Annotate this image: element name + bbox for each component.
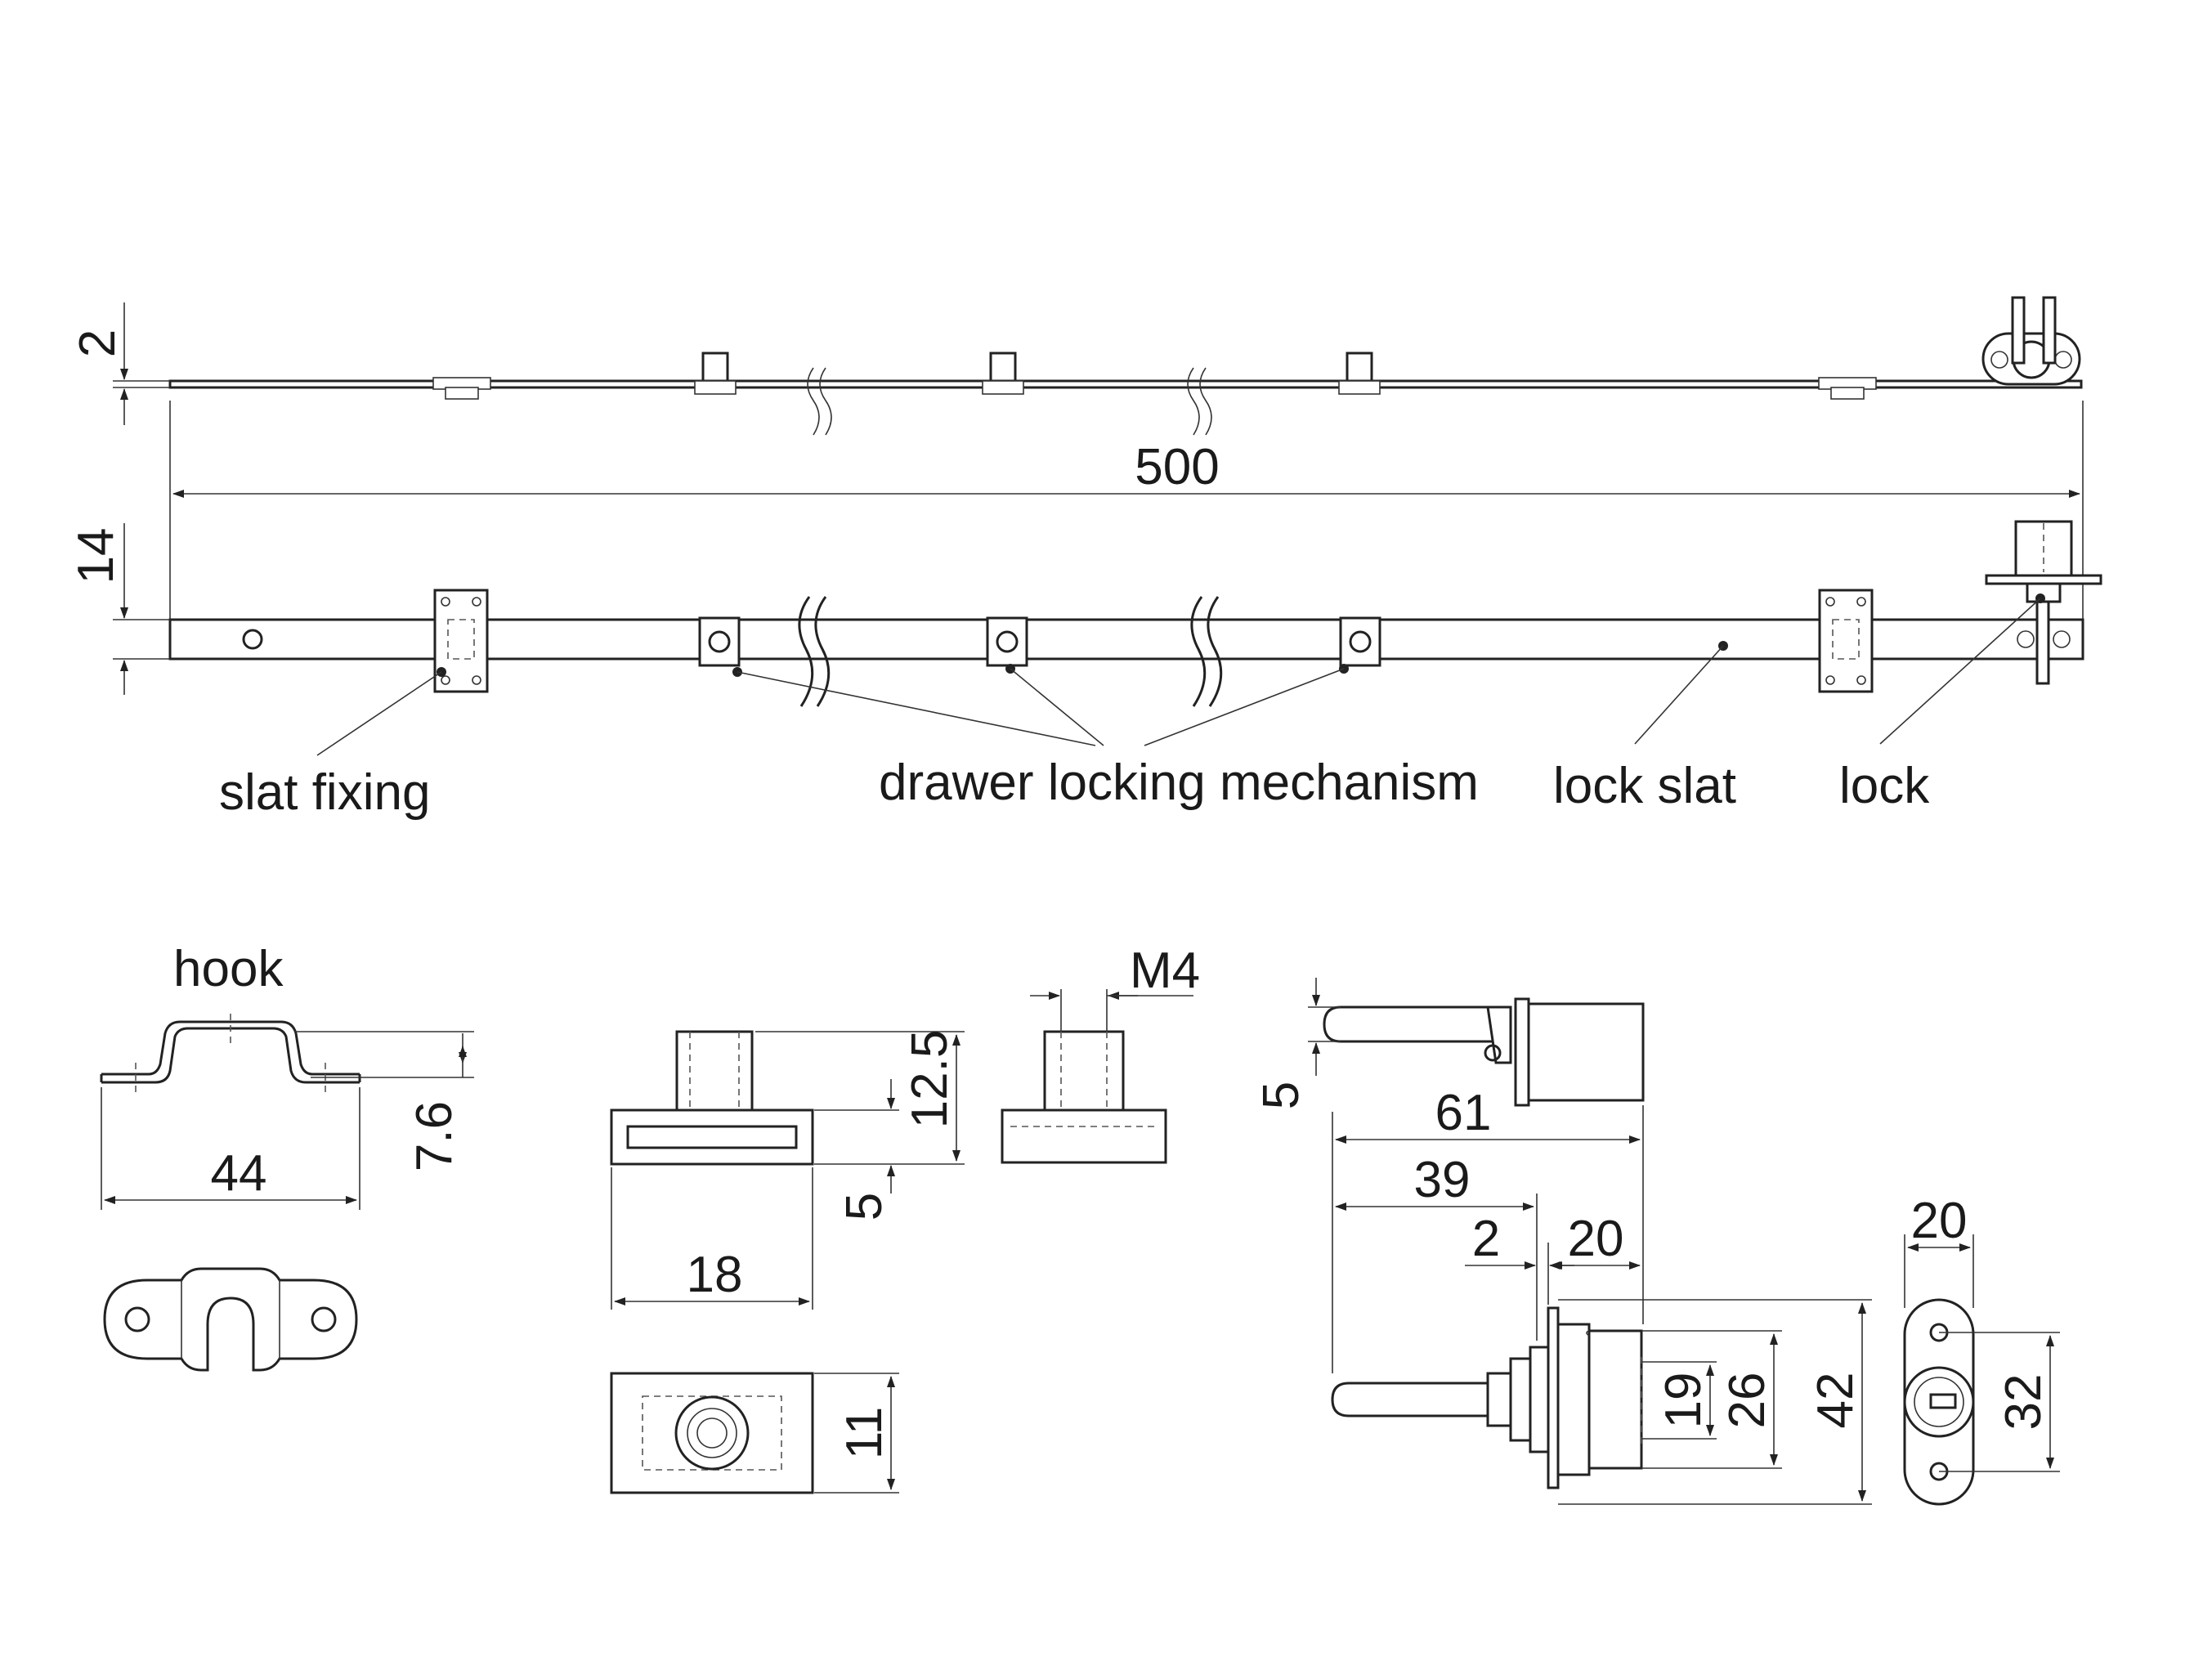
dim-face-20: 20 xyxy=(1904,1193,1974,1308)
dim-slat-height: 14 xyxy=(68,523,170,695)
dim-lock-cam: 5 xyxy=(1253,978,1341,1109)
dim-lock-2-20: 2 20 xyxy=(1465,1211,1641,1305)
slat-side-view xyxy=(168,296,2083,436)
dim-label-14: 14 xyxy=(68,528,124,584)
label-lock: lock xyxy=(1839,758,1930,814)
dim-label-12-5: 12.5 xyxy=(902,1030,958,1129)
dim-lock-39: 39 xyxy=(1335,1152,1538,1341)
dim-label-20-lock: 20 xyxy=(1568,1211,1624,1267)
label-slat-fixing: slat fixing xyxy=(219,764,430,821)
dim-label-61: 61 xyxy=(1435,1085,1492,1141)
lock-face-view xyxy=(1903,1298,1975,1506)
dim-mech-width: 18 xyxy=(611,1167,813,1310)
dim-label-5-lock: 5 xyxy=(1253,1082,1310,1109)
lock-front-small xyxy=(1985,520,2102,685)
dim-label-26: 26 xyxy=(1719,1373,1775,1429)
locking-mechanism-2 xyxy=(986,616,1028,667)
lock-side-small xyxy=(1981,296,2081,386)
dim-label-18: 18 xyxy=(687,1247,743,1303)
dim-hook-width: 44 xyxy=(101,1087,360,1210)
dim-length: 500 xyxy=(169,401,2084,654)
dim-label-500: 500 xyxy=(1135,439,1219,495)
label-drawer-locking-mechanism: drawer locking mechanism xyxy=(879,755,1479,811)
dim-label-5-mech: 5 xyxy=(836,1193,893,1220)
dim-mech-depth: 11 xyxy=(814,1373,899,1494)
dim-label-19: 19 xyxy=(1655,1373,1712,1429)
dim-mech-base: 5 xyxy=(814,1079,899,1220)
dim-lock-61: 61 xyxy=(1332,1085,1644,1373)
dim-label-44: 44 xyxy=(211,1145,267,1202)
dim-label-20-face: 20 xyxy=(1911,1193,1968,1249)
dim-label-7-6: 7.6 xyxy=(406,1101,463,1171)
dim-face-32: 32 xyxy=(1939,1332,2060,1472)
dim-label-32: 32 xyxy=(1995,1374,2052,1431)
dim-label-2: 2 xyxy=(69,329,126,357)
locking-mechanism-1 xyxy=(698,616,741,667)
label-hook: hook xyxy=(173,941,284,997)
mechanism-top-view xyxy=(610,1372,814,1494)
dim-label-39: 39 xyxy=(1414,1152,1471,1208)
mechanism-side-view xyxy=(610,1030,814,1166)
dim-lock-26: 26 xyxy=(1641,1330,1782,1469)
hook-side-view xyxy=(100,1014,361,1092)
dim-label-2-lock: 2 xyxy=(1472,1211,1500,1267)
dim-lock-42: 42 xyxy=(1558,1299,1872,1505)
leader-lines xyxy=(316,593,2045,756)
dim-top-thickness: 2 xyxy=(69,302,170,425)
hook-top-view xyxy=(103,1267,358,1372)
mechanism-section-view: M4 xyxy=(1001,943,1200,1164)
lock-side-view-top xyxy=(1323,997,1645,1107)
slat-fixing-right xyxy=(1818,589,1874,693)
dim-label-m4: M4 xyxy=(1130,943,1200,999)
locking-mechanism-3 xyxy=(1339,616,1381,667)
dim-label-42: 42 xyxy=(1807,1373,1864,1429)
lock-side-view-main xyxy=(1331,1306,1643,1489)
dim-label-11: 11 xyxy=(836,1407,893,1459)
dim-lock-19: 19 xyxy=(1641,1361,1717,1440)
dim-hook-height: 7.6 xyxy=(294,1031,474,1171)
slat-front-view xyxy=(168,520,2102,707)
label-lock-slat: lock slat xyxy=(1553,758,1736,814)
dim-mech-height: 12.5 xyxy=(755,1030,965,1165)
